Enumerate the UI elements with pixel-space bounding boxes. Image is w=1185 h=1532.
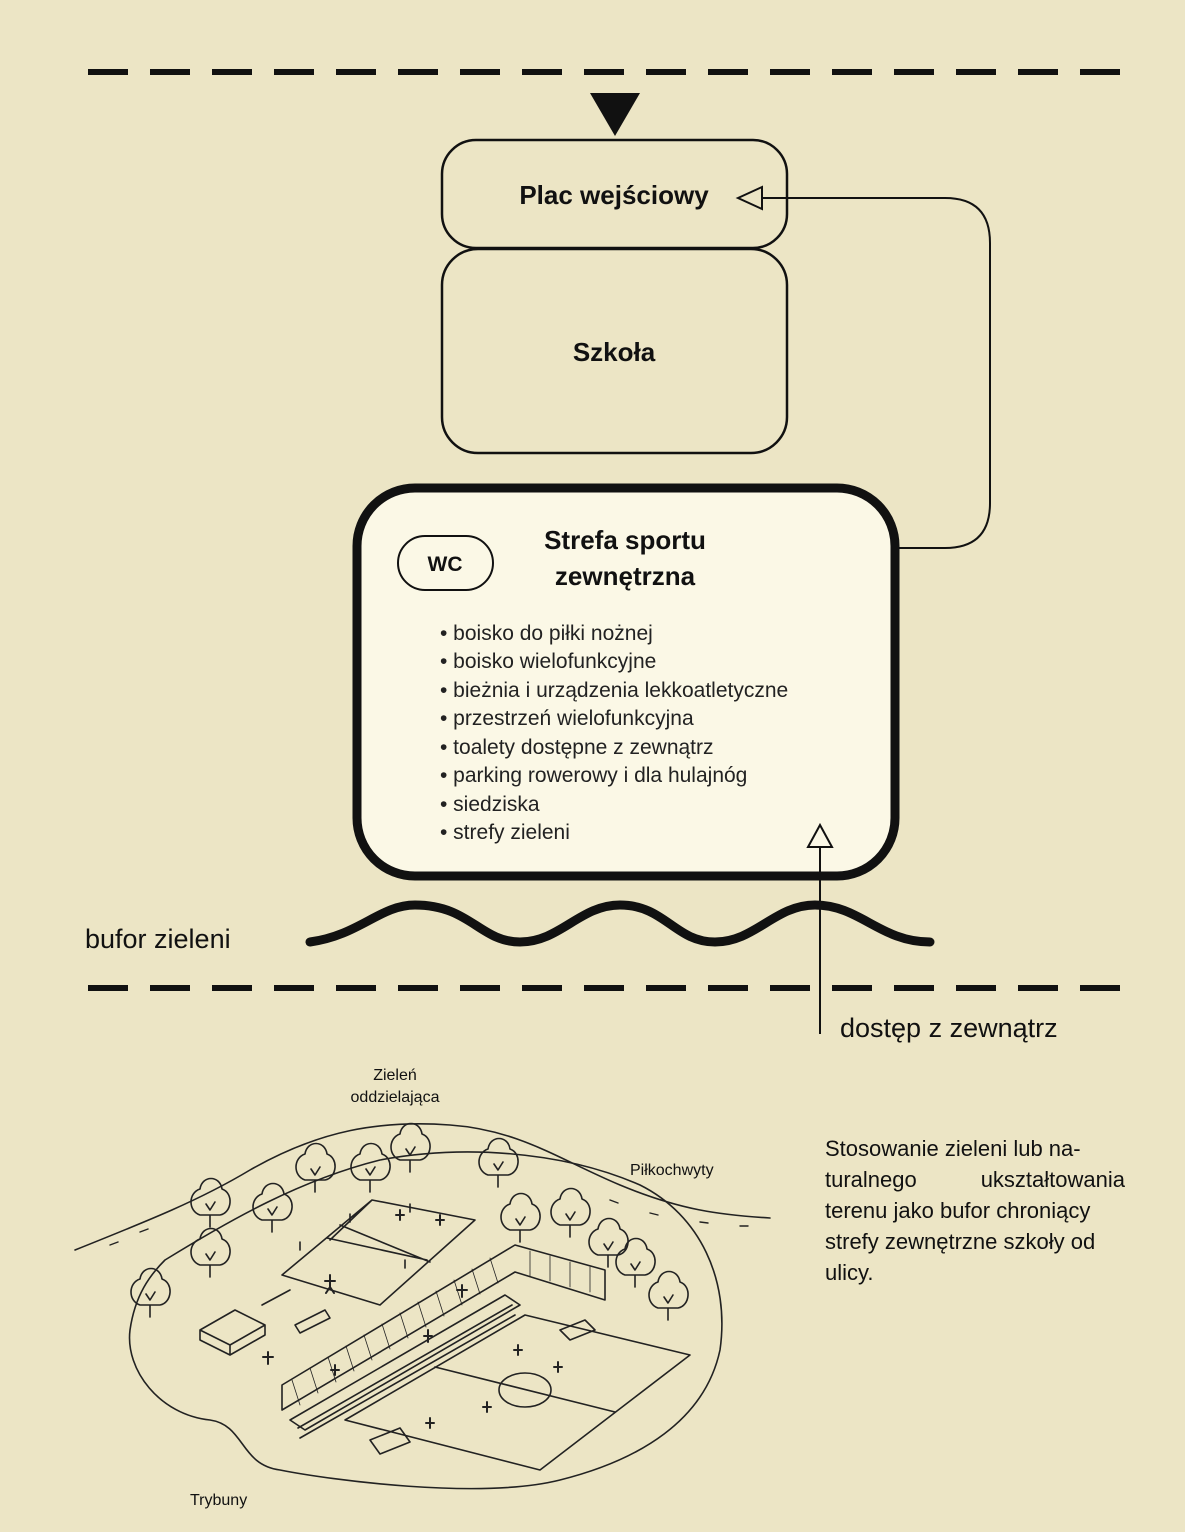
benches: [261, 1289, 331, 1334]
sport-zone-title: zewnętrzna: [555, 561, 696, 591]
buffer-dashes: [109, 1199, 749, 1246]
list-item: • strefy zieleni: [440, 821, 570, 844]
description-line: strefy zewnętrzne szkoły od: [825, 1229, 1096, 1254]
green-buffer-label: bufor zieleni: [85, 924, 231, 954]
description-line: turalnego ukształtowania: [825, 1167, 1125, 1192]
court-nets: [299, 1203, 411, 1269]
description-text: Stosowanie zieleni lub na- turalnego uks…: [825, 1133, 1125, 1288]
school-label: Szkoła: [573, 337, 656, 367]
stands: [289, 1294, 521, 1439]
green-buffer-wave: [305, 900, 935, 947]
sport-zone-list: • boisko do piłki nożnej • boisko wielof…: [440, 622, 788, 844]
center-circle: [498, 1372, 552, 1408]
label-stands: Trybuny: [190, 1492, 247, 1509]
description-line: terenu jako bufor chroniący: [825, 1198, 1091, 1223]
kiosk: [199, 1309, 266, 1356]
goals: [369, 1319, 596, 1455]
buffer-mound-line: [74, 1123, 771, 1251]
list-item: • boisko do piłki nożnej: [440, 622, 653, 645]
description-line: ulicy.: [825, 1260, 874, 1285]
ball-net-fence: [281, 1244, 606, 1411]
external-access-label: dostęp z zewnątrz: [840, 1013, 1058, 1043]
list-item: • toalety dostępne z zewnątrz: [440, 736, 714, 759]
multipurpose-court: [281, 1199, 476, 1306]
fence-hatching: [291, 1250, 591, 1406]
entrance-plaza-label: Plac wejściowy: [519, 180, 709, 210]
player-figures: [262, 1209, 563, 1429]
label-ball-nets: Piłkochwyty: [630, 1162, 714, 1179]
school-box: [440, 247, 789, 455]
list-item: • przestrzeń wielofunkcyjna: [440, 707, 694, 730]
sport-zone-box: [352, 483, 900, 881]
description-line: Stosowanie zieleni lub na-: [825, 1136, 1081, 1161]
label-green-buffer: Zieleń: [373, 1067, 417, 1084]
sport-zone-title: Strefa sportu: [544, 525, 706, 555]
football-pitch: [344, 1314, 691, 1471]
list-item: • boisko wielofunkcyjne: [440, 650, 656, 673]
site-outline: [128, 1151, 723, 1490]
entrance-arrow-icon: [590, 93, 640, 136]
wc-badge: [397, 535, 494, 591]
label-green-buffer: oddzielająca: [351, 1089, 440, 1106]
list-item: • siedziska: [440, 793, 540, 816]
wc-label: WC: [428, 553, 463, 576]
arrowhead-to-plaza-icon: [735, 185, 763, 211]
external-access-arrow-icon: [806, 822, 834, 848]
list-item: • bieżnia i urządzenia lekkoatletyczne: [440, 679, 788, 702]
connector-line: [762, 197, 991, 549]
tree-icons: [130, 1122, 689, 1321]
school-grounds-sketch: [74, 1122, 771, 1490]
list-item: • parking rowerowy i dla hulajnóg: [440, 764, 747, 787]
